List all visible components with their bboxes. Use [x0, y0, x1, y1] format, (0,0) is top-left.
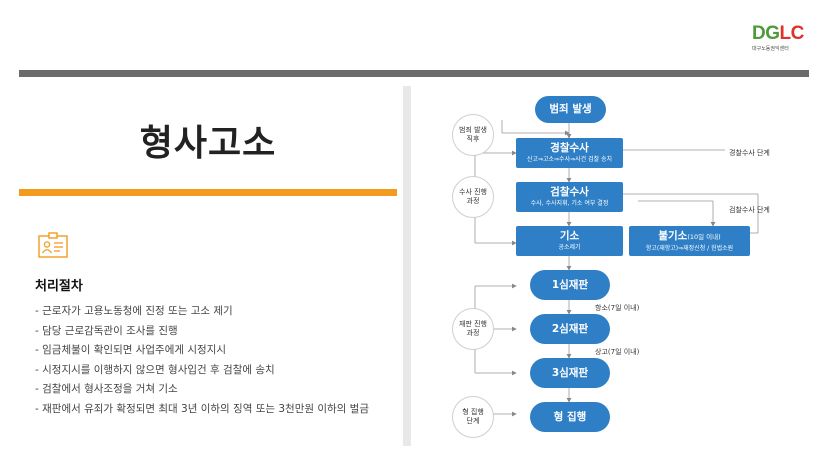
title-underline [19, 189, 397, 196]
police-investigation-node: 경찰수사 신고⇒고소⇒수사⇒사건 검찰 송치 [516, 138, 623, 168]
document-id-icon [38, 232, 68, 258]
vertical-divider [403, 86, 411, 446]
node-sublabel: 신고⇒고소⇒수사⇒사건 검찰 송치 [526, 156, 613, 163]
section-heading: 처리절차 [35, 279, 83, 294]
non-indictment-node: 불기소(10일 이내) 항고(재항고)⇒재정신청 / 헌법소원 [629, 226, 750, 256]
prosecution-investigation-node: 검찰수사 수사, 수사지휘, 기소 여부 결정 [516, 182, 623, 212]
node-label: 기소 [559, 230, 580, 242]
page-title: 형사고소 [139, 123, 277, 164]
procedure-list: - 근로자가 고용노동청에 진정 또는 고소 제기 - 담당 근로감독관이 조사… [35, 302, 369, 419]
prosecution-stage-label: 검찰수사 단계 [729, 206, 770, 214]
node-label: 검찰수사 [550, 186, 589, 198]
stage-execution: 형 집행 단계 [452, 396, 494, 438]
list-item: - 담당 근로감독관이 조사를 진행 [35, 324, 178, 337]
first-trial-node: 1심재판 [530, 270, 610, 300]
third-trial-node: 3심재판 [530, 358, 610, 388]
list-item: - 임금체불이 확인되면 사업주에게 시정지시 [35, 344, 227, 356]
logo-subtitle: 대구노동권익센터 [752, 46, 789, 52]
node-label: 범죄 발생 [549, 103, 592, 115]
dglc-logo: DGLC 대구노동권익센터 [752, 24, 812, 56]
stage-crime-after: 범죄 발생 직후 [452, 114, 494, 156]
node-label: 3심재판 [551, 366, 589, 379]
node-label: 경찰수사 [550, 142, 589, 154]
node-label: 불기소 [658, 229, 688, 242]
list-item: - 검찰에서 형사조정을 거쳐 기소 [35, 383, 178, 395]
top-divider-bar [19, 70, 809, 77]
node-sublabel: 공소제기 [558, 244, 581, 251]
procedure-flowchart: 범죄 발생 경찰수사 신고⇒고소⇒수사⇒사건 검찰 송치 검찰수사 수사, 수사… [440, 88, 835, 448]
list-item: - 시정지시를 이행하지 않으면 형사입건 후 검찰에 송치 [35, 363, 275, 376]
logo-mark: DGLC [752, 23, 804, 44]
list-item: - 근로자가 고용노동청에 진정 또는 고소 제기 [35, 305, 233, 317]
node-sublabel: 수사, 수사지휘, 기소 여부 결정 [530, 200, 609, 207]
stage-investigation: 수사 진행 과정 [452, 176, 494, 218]
node-label: 2심재판 [551, 322, 589, 335]
crime-occurred-node: 범죄 발생 [535, 96, 606, 123]
stage-trial: 재판 진행 과정 [452, 308, 494, 350]
police-stage-label: 경찰수사 단계 [729, 149, 770, 157]
node-sublabel: 항고(재항고)⇒재정신청 / 헌법소원 [645, 244, 734, 252]
node-label: 형 집행 [553, 410, 587, 423]
list-item: - 재판에서 유죄가 확정되면 최대 3년 이하의 징역 또는 3천만원 이하의… [35, 402, 370, 415]
indictment-node: 기소 공소제기 [516, 226, 623, 256]
execution-node: 형 집행 [530, 402, 610, 432]
node-note: (10일 이내) [687, 232, 721, 241]
appeal1-label: 항소(7일 이내) [595, 304, 640, 312]
appeal2-label: 상고(7일 이내) [595, 348, 640, 356]
flow-connectors [474, 120, 759, 417]
node-label: 1심재판 [551, 278, 589, 291]
second-trial-node: 2심재판 [530, 314, 610, 344]
